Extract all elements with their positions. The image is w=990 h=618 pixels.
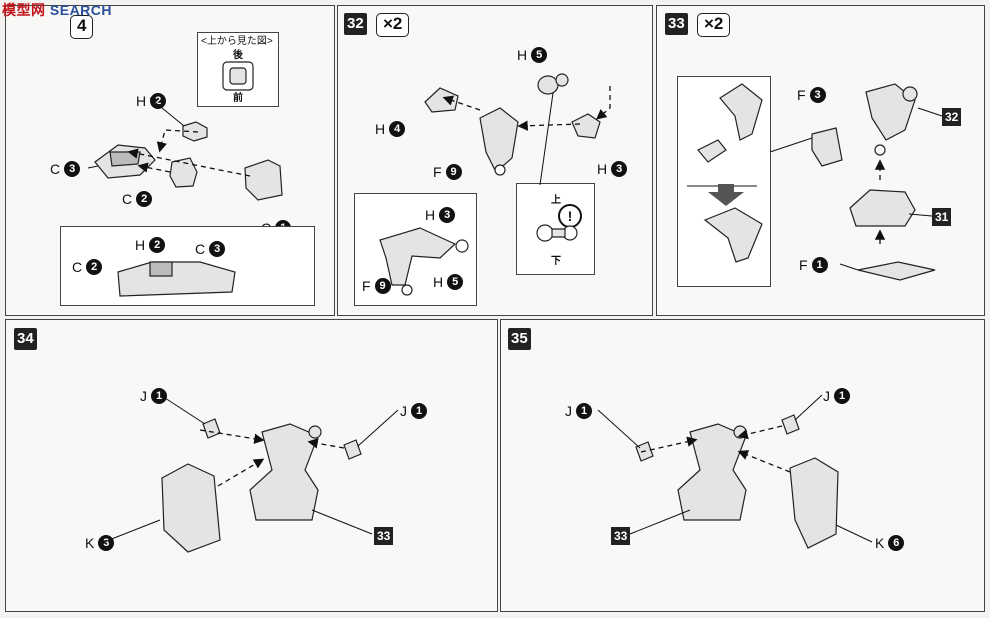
back-label: 後 bbox=[233, 50, 243, 61]
subassembly-ref-32: 32 bbox=[942, 108, 962, 126]
quantity-multiplier: ×2 bbox=[697, 13, 731, 37]
subassembly-ref-31: 31 bbox=[932, 208, 952, 226]
up-label: 上 bbox=[551, 195, 561, 206]
top-view-title: <上から見た図> bbox=[201, 36, 273, 47]
part-h4 bbox=[424, 87, 459, 113]
part-c2 bbox=[169, 157, 198, 188]
step-number: 4 bbox=[70, 15, 94, 39]
subassembly-ref-33: 33 bbox=[374, 527, 394, 545]
part-c1 bbox=[244, 159, 283, 201]
arrow-down-icon bbox=[708, 184, 744, 206]
part-j1 bbox=[343, 439, 362, 460]
part-f3 bbox=[811, 127, 843, 167]
part-j1 bbox=[202, 418, 221, 439]
part-h3 bbox=[571, 113, 601, 139]
quantity-multiplier: ×2 bbox=[376, 13, 410, 37]
inset-part-top bbox=[697, 83, 763, 163]
part-k3 bbox=[161, 463, 221, 553]
subassembly-ref-33: 33 bbox=[611, 527, 631, 545]
step-number: 35 bbox=[508, 328, 531, 350]
part-h5 bbox=[537, 73, 569, 95]
assembly-32 bbox=[865, 83, 918, 156]
inset-part-bottom bbox=[703, 207, 763, 263]
detail-leg bbox=[379, 227, 469, 296]
part-c3 bbox=[94, 144, 156, 179]
part-f9 bbox=[479, 107, 519, 176]
detail-assembly bbox=[117, 261, 236, 297]
step-number: 33 bbox=[665, 13, 688, 35]
panel-step-35 bbox=[500, 319, 985, 612]
assembly-33 bbox=[677, 423, 747, 521]
part-f1 bbox=[857, 261, 936, 281]
top-view-part bbox=[222, 61, 254, 91]
watermark: 模型网 SEARCH bbox=[2, 2, 113, 18]
assembly-31 bbox=[849, 189, 916, 227]
front-label: 前 bbox=[233, 93, 243, 104]
part-k6 bbox=[789, 457, 839, 549]
orientation-part bbox=[536, 224, 578, 242]
step-number: 34 bbox=[14, 328, 37, 350]
down-label: 下 bbox=[551, 256, 561, 267]
step-number: 32 bbox=[344, 13, 367, 35]
alert-icon: ! bbox=[558, 204, 582, 228]
part-j1 bbox=[781, 414, 800, 435]
assembly-33 bbox=[249, 423, 322, 521]
